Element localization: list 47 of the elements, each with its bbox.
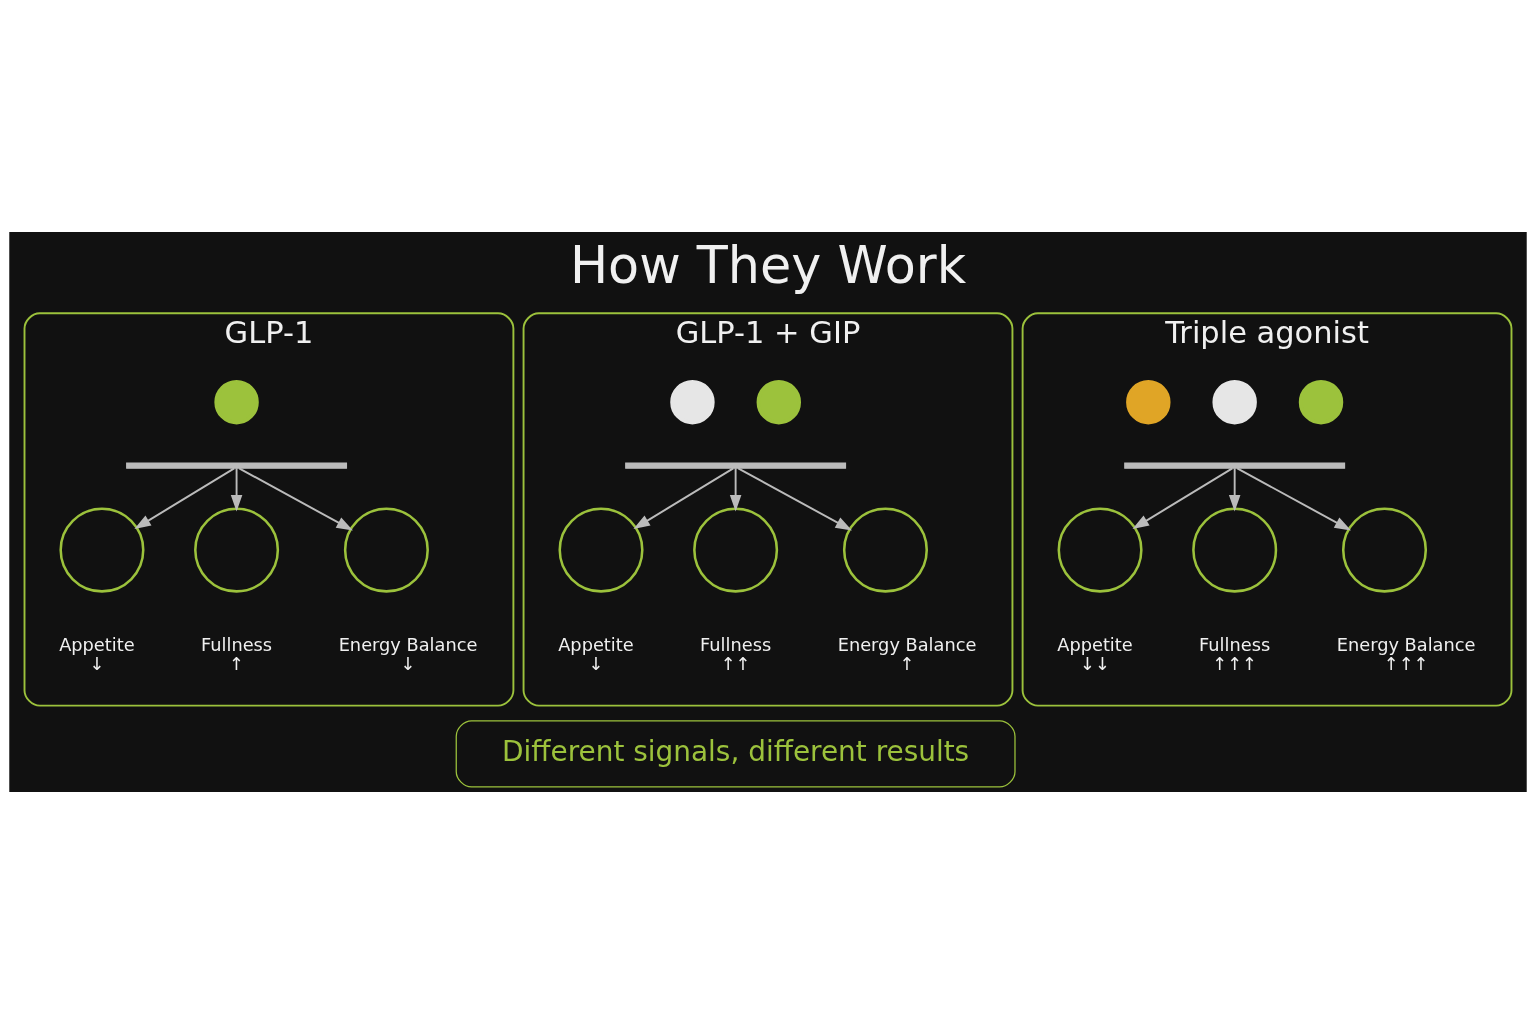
node-label: ↑ <box>899 654 915 675</box>
arrow <box>729 467 742 512</box>
node-label: ↑↑ <box>720 654 751 675</box>
node-label: Fullness <box>700 635 772 656</box>
arrow <box>238 467 353 531</box>
node-receptor <box>1298 379 1344 425</box>
node-label: ↓↓ <box>1080 654 1110 675</box>
node-label: Appetite <box>59 635 135 656</box>
node-circle <box>194 507 280 593</box>
node-label: Appetite <box>1057 635 1133 656</box>
node-label: ↓ <box>400 654 416 675</box>
node-circle <box>1341 507 1428 593</box>
node-label: Fullness <box>1199 635 1271 656</box>
node-receptor <box>670 379 715 425</box>
node-circle <box>59 507 145 593</box>
node-box: Different signals, different results <box>455 720 1016 788</box>
node-label: ↑↑↑ <box>1383 654 1429 675</box>
node-circle <box>842 507 928 593</box>
node-receptor <box>214 379 259 425</box>
arrow <box>134 467 236 530</box>
arrow <box>1236 467 1352 531</box>
node-circle <box>1192 507 1278 593</box>
node-label: ↑↑↑ <box>1212 654 1257 675</box>
node-circle <box>693 507 779 593</box>
node-receptor <box>1126 379 1171 425</box>
arrow <box>737 467 852 531</box>
arrow <box>1228 467 1241 512</box>
node-arc <box>126 462 348 469</box>
arrow <box>230 467 243 512</box>
node-circle <box>1057 507 1143 593</box>
node-circle <box>343 507 429 593</box>
arrow <box>633 467 735 530</box>
node-arc <box>1124 462 1346 469</box>
node-label: Energy Balance <box>338 635 478 656</box>
node-label: ↓ <box>588 654 604 675</box>
diagram-title: How They Work <box>569 235 967 295</box>
node-label: ↓ <box>89 654 105 675</box>
node-label: Appetite <box>558 635 634 656</box>
node-arc <box>625 462 847 469</box>
arrow <box>1132 467 1234 530</box>
node-label: ↑ <box>229 654 245 675</box>
node-label: Fullness <box>201 635 273 656</box>
node-label: Energy Balance <box>1336 635 1476 656</box>
node-circle <box>558 507 644 593</box>
node-receptor <box>1212 379 1257 425</box>
node-label: Energy Balance <box>837 635 977 656</box>
node-receptor <box>756 379 801 425</box>
